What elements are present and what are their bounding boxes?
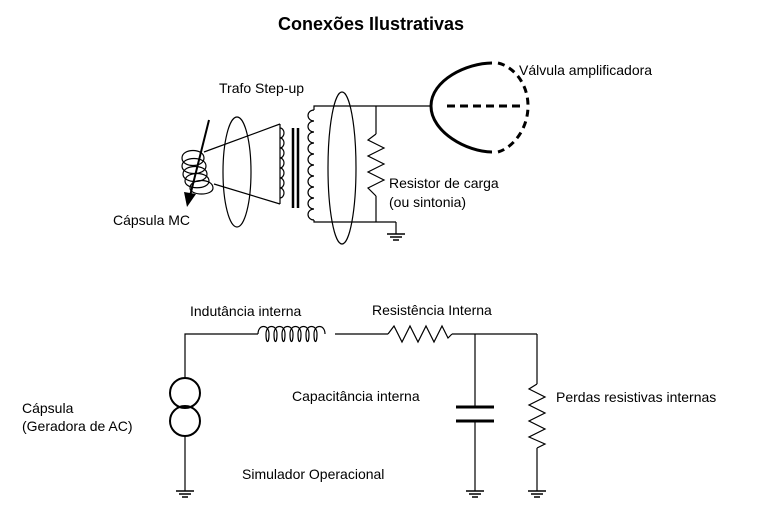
transformer-primary-coil (279, 127, 285, 199)
connection-ellipse-right (327, 91, 357, 245)
capacitance-label: Capacitância interna (292, 388, 420, 404)
connection-ellipse-left (222, 116, 252, 228)
source-label-line1: Cápsula (22, 400, 74, 416)
secondary-wiring (313, 105, 431, 234)
transformer-secondary-coil (307, 109, 315, 221)
cartridge-label: Cápsula MC (113, 212, 190, 228)
transformer-label: Trafo Step-up (219, 80, 304, 96)
transformer-core (291, 128, 300, 208)
tube-label: Válvula amplificadora (519, 62, 652, 78)
ground-symbol-capacitor (466, 490, 484, 498)
source-label-line2: (Geradora de AC) (22, 418, 133, 434)
mc-cartridge-coil (181, 149, 214, 195)
load-resistor (366, 133, 386, 197)
internal-capacitor (456, 405, 494, 423)
resistance-label: Resistência Interna (372, 302, 492, 318)
bottom-circuit: Indutância interna Resistência Interna C… (22, 302, 716, 498)
bottom-wiring (184, 333, 538, 491)
internal-inductor (257, 325, 326, 343)
amplifier-tube (429, 61, 530, 154)
loss-resistor (527, 383, 547, 449)
top-circuit: Trafo Step-up Válvula amplificadora Resi… (113, 61, 652, 245)
ground-symbol-top (387, 233, 405, 241)
ground-symbol-losses (528, 490, 546, 498)
ac-generator-symbol (169, 377, 201, 437)
cartridge-arrow (184, 119, 210, 207)
simulator-label: Simulador Operacional (242, 466, 384, 482)
inductance-label: Indutância interna (190, 303, 302, 319)
resistor-label-line2: (ou sintonia) (389, 194, 466, 210)
ground-symbol-source (176, 490, 194, 498)
cartridge-leads (203, 123, 281, 205)
resistor-label-line1: Resistor de carga (389, 175, 499, 191)
diagram-title: Conexões Ilustrativas (278, 14, 464, 34)
losses-label: Perdas resistivas internas (556, 389, 716, 405)
internal-resistor (387, 324, 453, 344)
